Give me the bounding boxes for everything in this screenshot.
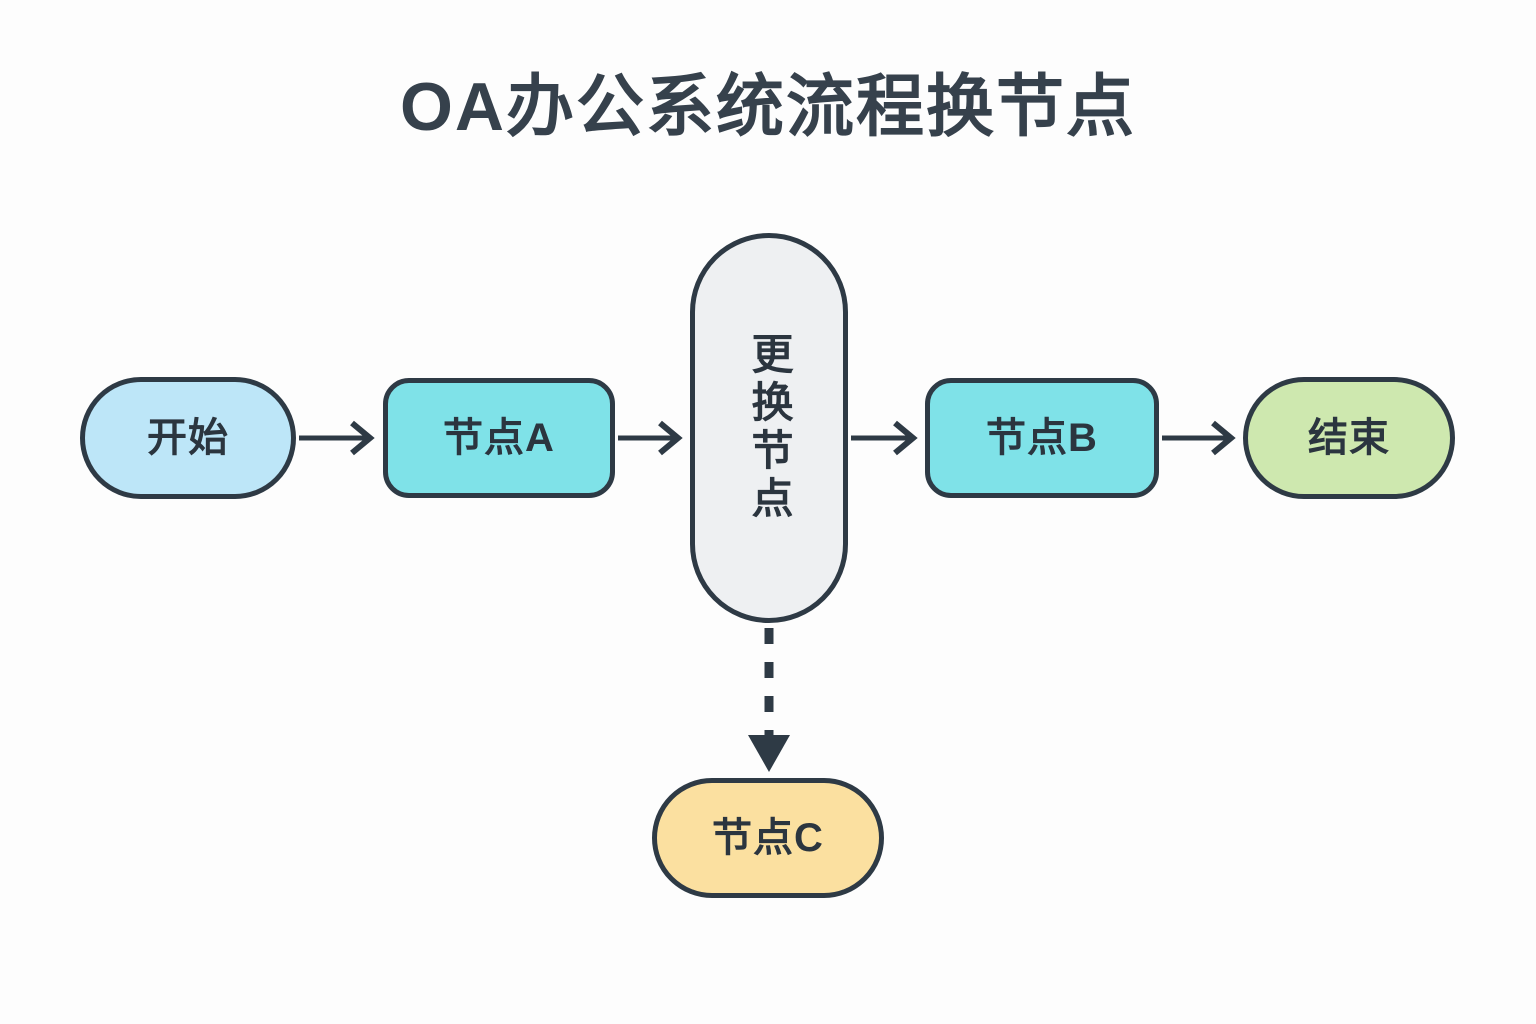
- node-a-label: 节点A: [443, 416, 555, 460]
- node-end-label: 结束: [1308, 416, 1390, 460]
- node-c-label: 节点C: [712, 816, 824, 860]
- page-title: OA办公系统流程换节点: [399, 69, 1136, 145]
- node-start[interactable]: 开始: [80, 377, 296, 499]
- edge-start-to-a: [299, 420, 375, 456]
- node-c[interactable]: 节点C: [652, 778, 884, 898]
- node-b-label: 节点B: [986, 416, 1098, 460]
- edge-switch-to-b: [851, 420, 918, 456]
- node-a[interactable]: 节点A: [383, 378, 615, 498]
- edge-b-to-end: [1162, 420, 1236, 456]
- edge-switch-to-c: [748, 628, 790, 772]
- node-switch[interactable]: 更换节点: [690, 233, 848, 623]
- node-switch-label: 更换节点: [746, 332, 794, 524]
- node-b[interactable]: 节点B: [925, 378, 1159, 498]
- node-start-label: 开始: [147, 416, 229, 460]
- edge-a-to-switch: [618, 420, 683, 456]
- node-end[interactable]: 结束: [1243, 377, 1455, 499]
